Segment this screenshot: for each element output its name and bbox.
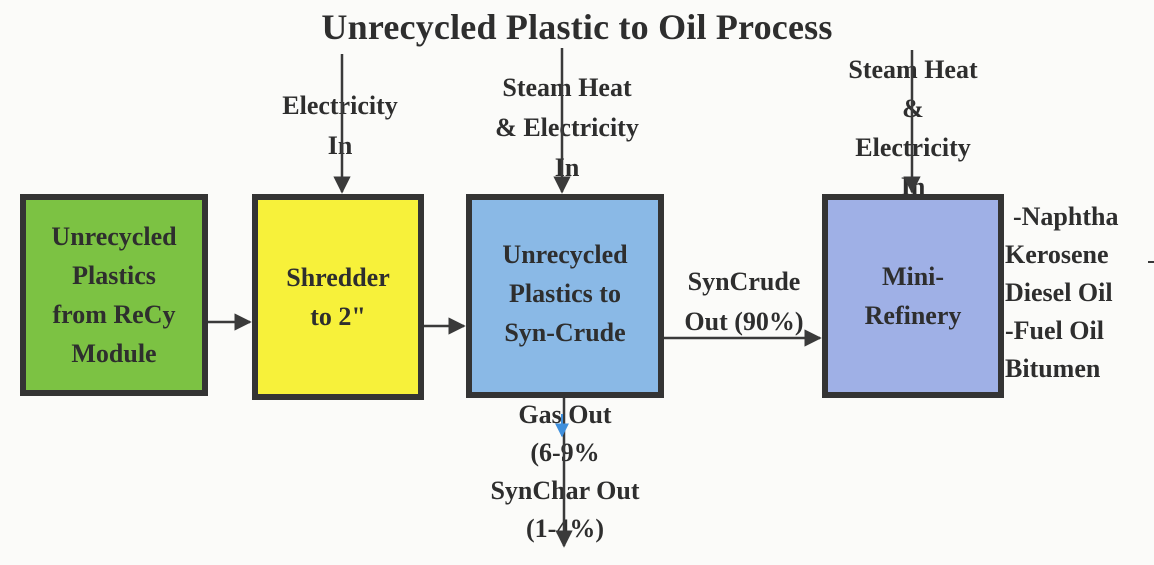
syncrude-box: Unrecycled Plastics to Syn-Crude — [466, 194, 664, 398]
refinery-products-list: -Naphtha Kerosene Diesel Oil -Fuel Oil B… — [1005, 198, 1150, 388]
diagram-title: Unrecycled Plastic to Oil Process — [321, 7, 833, 47]
recy-module-box-line: Unrecycled — [51, 222, 177, 251]
syncrude-box-line: Syn-Crude — [504, 317, 626, 347]
shredder-box-line: to 2" — [310, 302, 366, 331]
shredder-input-line: In — [327, 131, 353, 160]
product-item: -Naphtha — [1013, 202, 1119, 231]
shredder-box-line: Shredder — [286, 263, 390, 292]
syncrude-box-line: Unrecycled — [502, 239, 628, 269]
shredder-input-line: Electricity — [282, 91, 398, 120]
shredder-box: Shredder to 2" — [252, 194, 424, 400]
refinery-box-line: Refinery — [864, 301, 962, 330]
product-item: -Fuel Oil — [1005, 316, 1104, 345]
refinery-box: Mini- Refinery — [822, 194, 1004, 398]
syncrude-input-line: Steam Heat — [502, 73, 632, 102]
syncrude-input-label: Steam Heat & Electricity In — [462, 68, 672, 188]
product-item: Diesel Oil — [1005, 278, 1113, 307]
recy-module-box: Unrecycled Plastics from ReCy Module — [20, 194, 208, 396]
recy-module-box-line: from ReCy — [52, 300, 176, 329]
syncrude-input-line: & Electricity — [495, 113, 639, 142]
product-item: Bitumen — [1005, 354, 1101, 383]
syncrude-output-line: Out (90%) — [684, 307, 804, 336]
refinery-box-line: Mini- — [881, 262, 945, 291]
syncrude-output-label: SynCrude Out (90%) — [664, 262, 824, 342]
syncrude-box-line: Plastics to — [509, 278, 621, 308]
recy-module-box-line: Plastics — [72, 261, 156, 290]
syncrude-output-line: SynCrude — [687, 267, 801, 296]
product-item: Kerosene — [1005, 240, 1109, 269]
shredder-input-label: Electricity In — [250, 86, 430, 166]
recy-module-box-line: Module — [71, 339, 157, 368]
